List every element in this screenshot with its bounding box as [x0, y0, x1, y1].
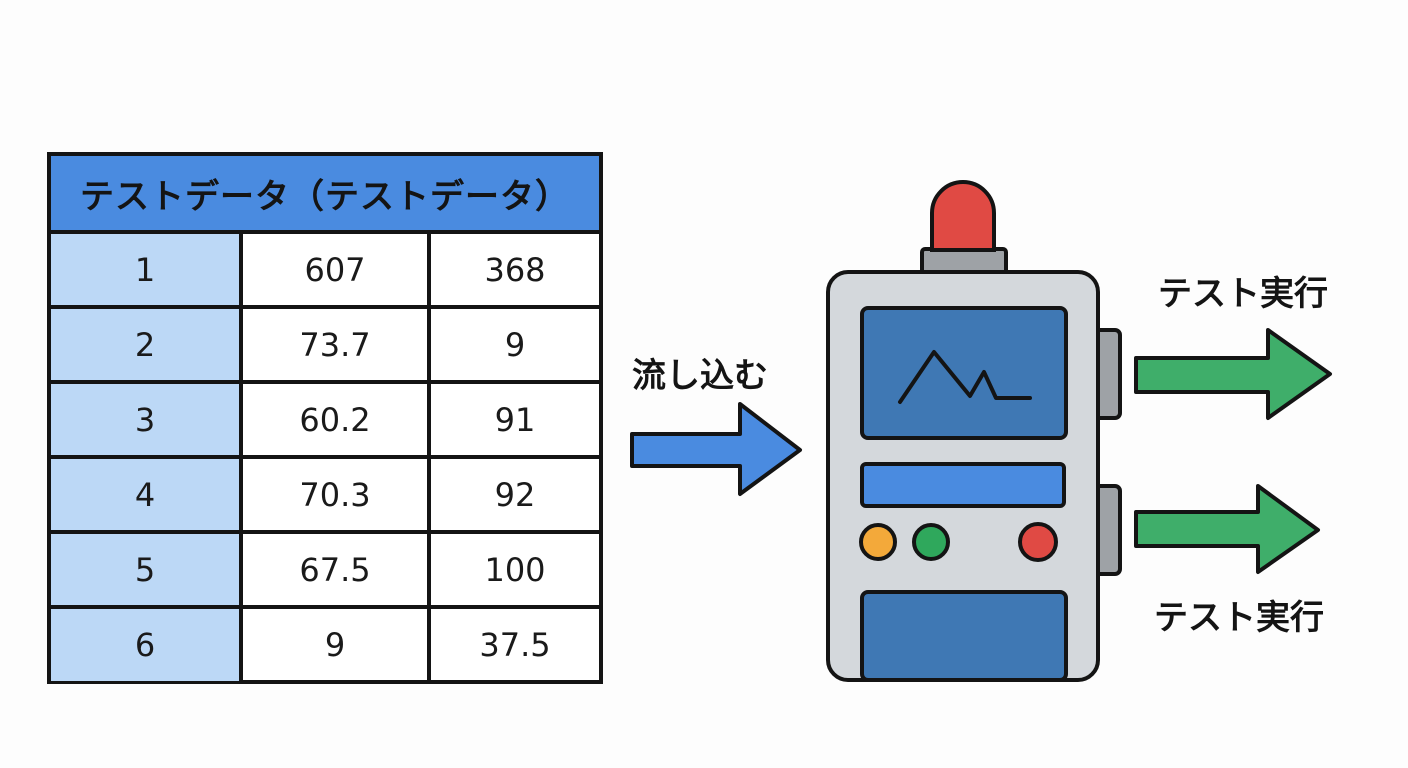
row-index-cell: 3 — [51, 384, 239, 455]
test-data-table: テストデータ（テストデータ） 1 607 368 2 73.7 9 3 60.2… — [47, 152, 603, 684]
input-arrow-icon — [630, 402, 802, 496]
test-run-label-1: テスト実行 — [1158, 274, 1328, 314]
test-run-label-2: テスト実行 — [1154, 598, 1324, 638]
value-cell: 368 — [427, 234, 599, 305]
value-cell: 73.7 — [239, 309, 427, 380]
indicator-light-icon — [930, 180, 996, 252]
row-index-cell: 1 — [51, 234, 239, 305]
value-cell: 9 — [239, 609, 427, 681]
table-row: 6 9 37.5 — [51, 609, 599, 681]
value-cell: 9 — [427, 309, 599, 380]
row-index-cell: 2 — [51, 309, 239, 380]
value-cell: 100 — [427, 534, 599, 605]
value-cell: 37.5 — [427, 609, 599, 681]
table-row: 3 60.2 91 — [51, 384, 599, 459]
red-button-icon — [1018, 522, 1058, 562]
value-cell: 91 — [427, 384, 599, 455]
row-index-cell: 4 — [51, 459, 239, 530]
green-button-icon — [912, 523, 950, 561]
row-index-cell: 6 — [51, 609, 239, 681]
output-arrow-icon-1 — [1134, 328, 1332, 420]
value-cell: 607 — [239, 234, 427, 305]
lower-panel — [860, 590, 1068, 682]
table-title: テストデータ（テストデータ） — [51, 156, 599, 234]
value-cell: 60.2 — [239, 384, 427, 455]
output-arrow-icon-2 — [1134, 484, 1320, 574]
device-screen — [860, 306, 1068, 440]
value-cell: 70.3 — [239, 459, 427, 530]
waveform-icon — [898, 350, 1032, 404]
value-cell: 67.5 — [239, 534, 427, 605]
status-bar — [860, 462, 1066, 508]
orange-button-icon — [859, 523, 897, 561]
table-row: 5 67.5 100 — [51, 534, 599, 609]
row-index-cell: 5 — [51, 534, 239, 605]
table-row: 2 73.7 9 — [51, 309, 599, 384]
value-cell: 92 — [427, 459, 599, 530]
table-row: 1 607 368 — [51, 234, 599, 309]
table-row: 4 70.3 92 — [51, 459, 599, 534]
flow-label: 流し込む — [632, 356, 768, 396]
